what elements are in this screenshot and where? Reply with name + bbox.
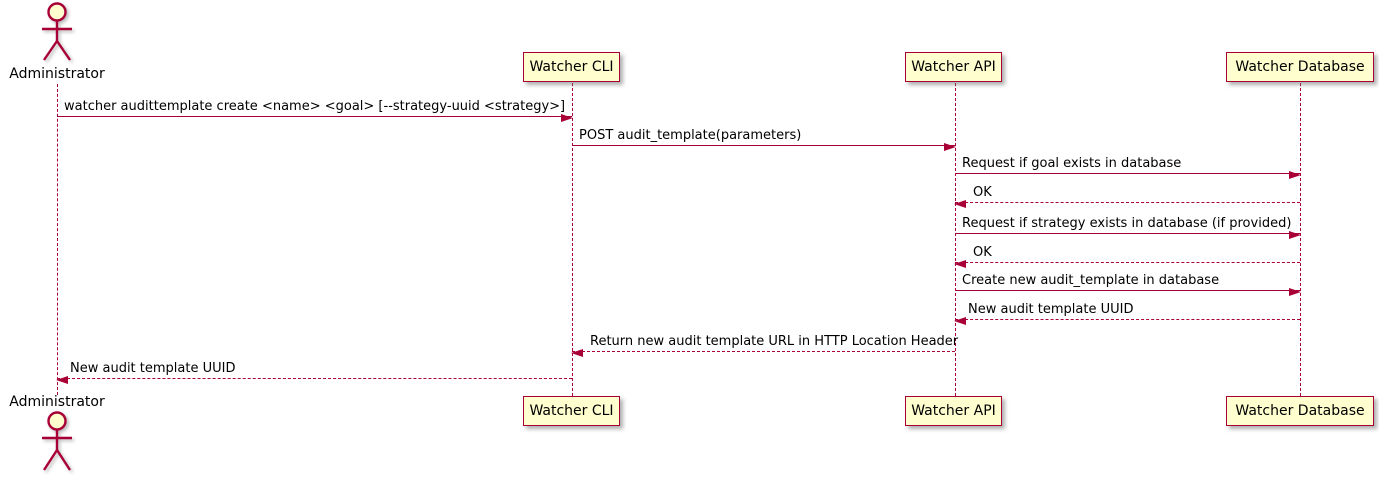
actor-label: Administrator — [9, 394, 105, 410]
participant-label: Watcher CLI — [529, 59, 614, 75]
message-10: New audit template UUID — [56, 361, 572, 384]
message-label: New audit template UUID — [70, 361, 236, 376]
arrowhead-left-icon — [56, 375, 68, 384]
message-label: POST audit_template(parameters) — [579, 128, 802, 143]
message-6: OK — [954, 245, 1300, 268]
message-3: Request if goal exists in database — [955, 156, 1301, 179]
message-4: OK — [954, 185, 1300, 208]
arrowhead-left-icon — [571, 348, 583, 357]
message-7: Create new audit_template in database — [955, 273, 1301, 296]
lifeline-administrator — [57, 84, 58, 395]
message-label: Return new audit template URL in HTTP Lo… — [590, 334, 959, 349]
lifeline-watcher-api — [955, 83, 956, 396]
arrowhead-right-icon — [1289, 170, 1301, 179]
participant-watcher-cli-top: Watcher CLI — [523, 52, 620, 82]
message-label: watcher audittemplate create <name> <goa… — [64, 99, 566, 114]
participant-label: Watcher API — [911, 403, 996, 419]
participant-label: Watcher Database — [1235, 403, 1365, 419]
arrowhead-right-icon — [944, 142, 956, 151]
arrowhead-left-icon — [954, 199, 966, 208]
participant-label: Watcher CLI — [529, 403, 614, 419]
message-label: Request if goal exists in database — [962, 156, 1182, 171]
participant-label: Watcher API — [911, 59, 996, 75]
message-label: Create new audit_template in database — [962, 273, 1220, 288]
lifeline-watcher-database — [1300, 83, 1301, 396]
arrowhead-left-icon — [954, 259, 966, 268]
participant-watcher-api-bottom: Watcher API — [905, 396, 1002, 426]
participant-watcher-cli-bottom: Watcher CLI — [523, 396, 620, 426]
message-label: OK — [973, 245, 992, 260]
actor-administrator-bottom: Administrator — [9, 394, 105, 478]
message-label: Request if strategy exists in database (… — [962, 216, 1292, 231]
message-9: Return new audit template URL in HTTP Lo… — [571, 334, 959, 357]
participant-watcher-database-bottom: Watcher Database — [1226, 396, 1374, 426]
message-label: OK — [973, 185, 992, 200]
participant-watcher-database-top: Watcher Database — [1226, 52, 1374, 82]
participant-watcher-api-top: Watcher API — [905, 52, 1002, 82]
message-5: Request if strategy exists in database (… — [955, 216, 1301, 239]
lifeline-watcher-cli — [572, 83, 573, 396]
actor-label: Administrator — [9, 66, 105, 82]
arrowhead-left-icon — [954, 316, 966, 325]
actor-icon — [42, 411, 72, 471]
message-label: New audit template UUID — [968, 302, 1134, 317]
message-1: watcher audittemplate create <name> <goa… — [57, 99, 573, 122]
arrowhead-right-icon — [1289, 230, 1301, 239]
actor-administrator-top: Administrator — [9, 2, 105, 82]
arrowhead-right-icon — [561, 113, 573, 122]
actor-icon — [42, 2, 72, 61]
message-2: POST audit_template(parameters) — [572, 128, 956, 151]
participant-label: Watcher Database — [1235, 59, 1365, 75]
arrowhead-right-icon — [1289, 287, 1301, 296]
message-8: New audit template UUID — [954, 302, 1300, 325]
